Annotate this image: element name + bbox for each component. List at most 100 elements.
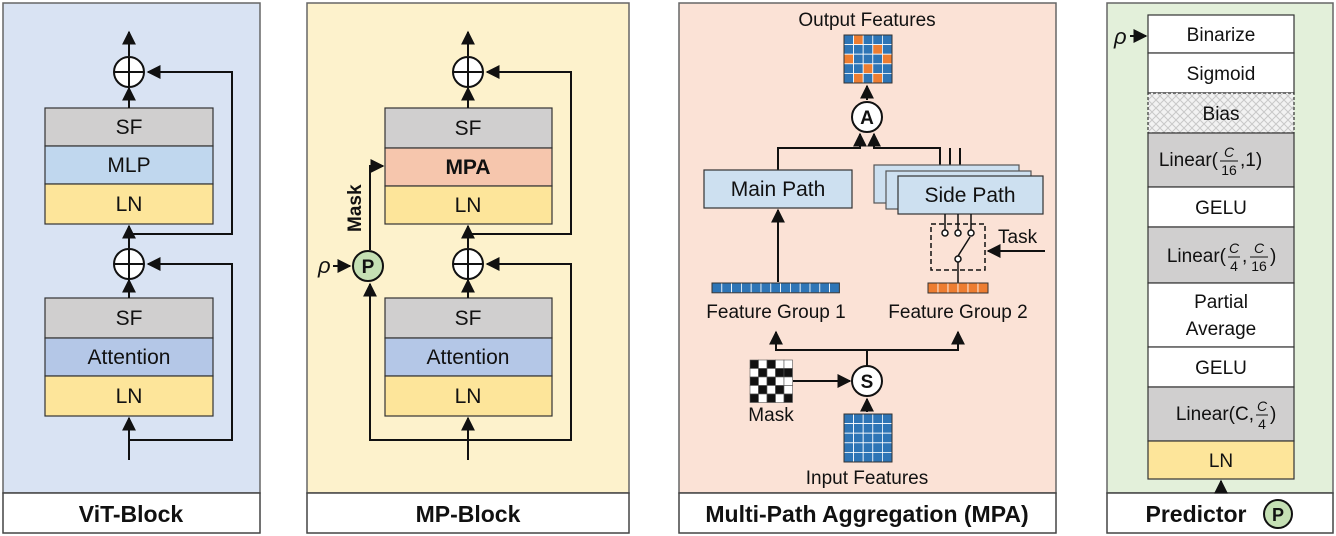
output-features-grid xyxy=(843,34,893,84)
feature-group-1-cell xyxy=(731,282,742,294)
feature-group-2-cell xyxy=(957,282,969,294)
split-to-group2 xyxy=(867,330,965,351)
linear3-prefix: Linear( xyxy=(1159,150,1219,171)
input-cell-border xyxy=(843,413,893,463)
linear2-den-b: 16 xyxy=(1251,258,1267,274)
linear1-num: C xyxy=(1257,398,1268,414)
mpa-panel: Multi-Path Aggregation (MPA) Output Feat… xyxy=(678,2,1057,534)
mask-cell xyxy=(775,393,785,403)
vit-mlp-label: MLP xyxy=(107,154,150,177)
output-cell xyxy=(843,73,855,84)
vit-block-panel: ViT-Block SF MLP LN SF Attention LN xyxy=(2,2,261,534)
input-cell xyxy=(862,423,874,434)
output-cell xyxy=(862,34,874,46)
mpa-output-label: Output Features xyxy=(798,10,935,31)
pred-caption-p-label: P xyxy=(1272,505,1284,525)
pred-caption-box xyxy=(1106,492,1334,534)
gelu2-layer xyxy=(1147,186,1295,228)
vit-caption-box xyxy=(2,492,261,534)
partial-label-1: Partial xyxy=(1194,292,1248,313)
output-cell xyxy=(882,73,893,84)
mask-cell xyxy=(775,385,785,395)
mp-add-icon-1 xyxy=(452,248,484,280)
input-cell xyxy=(853,423,864,434)
mp-residual-1 xyxy=(468,257,572,441)
gelu1-layer xyxy=(1147,346,1295,388)
gelu1-label: GELU xyxy=(1195,358,1247,379)
output-cell xyxy=(853,63,864,74)
vit-ln-bottom-label: LN xyxy=(116,385,143,408)
input-cell xyxy=(843,413,855,425)
feature-group-1-cell xyxy=(711,282,723,294)
input-cell xyxy=(872,442,883,453)
feature-group-2-cell xyxy=(947,282,959,294)
mp-sf-bottom xyxy=(384,297,553,339)
output-cell xyxy=(872,73,883,84)
mask-cell xyxy=(783,393,793,403)
task-label: Task xyxy=(998,227,1038,248)
mpa-caption: Multi-Path Aggregation (MPA) xyxy=(705,501,1028,527)
vit-sf-bottom-label: SF xyxy=(116,307,143,330)
linear2-label: Linear( C 4 , C 16 ) xyxy=(1167,240,1276,274)
gelu2-label: GELU xyxy=(1195,198,1247,219)
mp-caption-box xyxy=(306,492,630,534)
task-switch-icon xyxy=(941,214,975,283)
mask-cell xyxy=(749,376,759,386)
input-cell xyxy=(882,451,893,463)
output-cell xyxy=(843,63,855,74)
input-features-grid xyxy=(843,413,893,463)
mp-add-icon-2 xyxy=(452,56,484,88)
linear2-layer xyxy=(1147,226,1295,284)
input-cell xyxy=(843,451,855,463)
mask-cell xyxy=(749,393,759,403)
split-s-icon: S xyxy=(851,365,883,397)
output-cell xyxy=(843,53,855,65)
output-cell xyxy=(853,34,864,46)
mp-mpa-label: MPA xyxy=(445,156,490,179)
mask-cell xyxy=(783,368,793,378)
input-cell xyxy=(843,442,855,453)
mp-attention xyxy=(384,337,553,377)
input-cell xyxy=(862,442,874,453)
mp-sf-bottom-label: SF xyxy=(455,307,482,330)
mask-cell xyxy=(758,376,768,386)
vit-sf-top-label: SF xyxy=(116,116,143,139)
vit-sf-bottom xyxy=(44,297,214,339)
feature-group-1-cell xyxy=(741,282,752,294)
input-cell xyxy=(882,413,893,425)
mask-cell xyxy=(766,368,776,378)
feature-group-2-strip xyxy=(927,282,989,294)
pred-caption-p-icon: P xyxy=(1263,499,1293,529)
output-cell xyxy=(853,53,864,65)
main-path-label: Main Path xyxy=(731,178,826,201)
feature-group-2-cell xyxy=(977,282,989,294)
output-cell xyxy=(872,63,883,74)
linear1-layer xyxy=(1147,386,1295,442)
mpa-mask-label: Mask xyxy=(748,405,794,426)
mask-cell xyxy=(783,359,793,369)
input-cell xyxy=(862,432,874,444)
vit-residual-1 xyxy=(129,257,233,441)
feature-group-1-cell xyxy=(829,282,840,294)
pred-ln-label: LN xyxy=(1209,451,1233,472)
split-to-group1 xyxy=(769,330,867,351)
partial-label-2: Average xyxy=(1186,319,1256,340)
linear1-label: Linear(C, C 4 ) xyxy=(1176,398,1276,432)
mask-cell xyxy=(749,385,759,395)
mask-cell xyxy=(758,393,768,403)
mp-predictor-input xyxy=(363,282,468,441)
feature-group-1-cell xyxy=(790,282,801,294)
mp-block-panel: MP-Block SF MPA LN SF Attention LN Mask … xyxy=(306,2,630,534)
linear1-suffix: ) xyxy=(1270,404,1276,425)
output-cell xyxy=(882,34,893,46)
input-cell xyxy=(862,413,874,425)
input-cell xyxy=(862,451,874,463)
linear2-suffix: ) xyxy=(1270,246,1276,267)
mpa-a-label: A xyxy=(860,108,874,129)
mask-cell xyxy=(766,385,776,395)
output-cell xyxy=(853,44,864,55)
vit-add-icon-1 xyxy=(113,248,145,280)
input-cell xyxy=(853,442,864,453)
vit-ln-bottom xyxy=(44,375,214,417)
input-cell xyxy=(882,423,893,434)
